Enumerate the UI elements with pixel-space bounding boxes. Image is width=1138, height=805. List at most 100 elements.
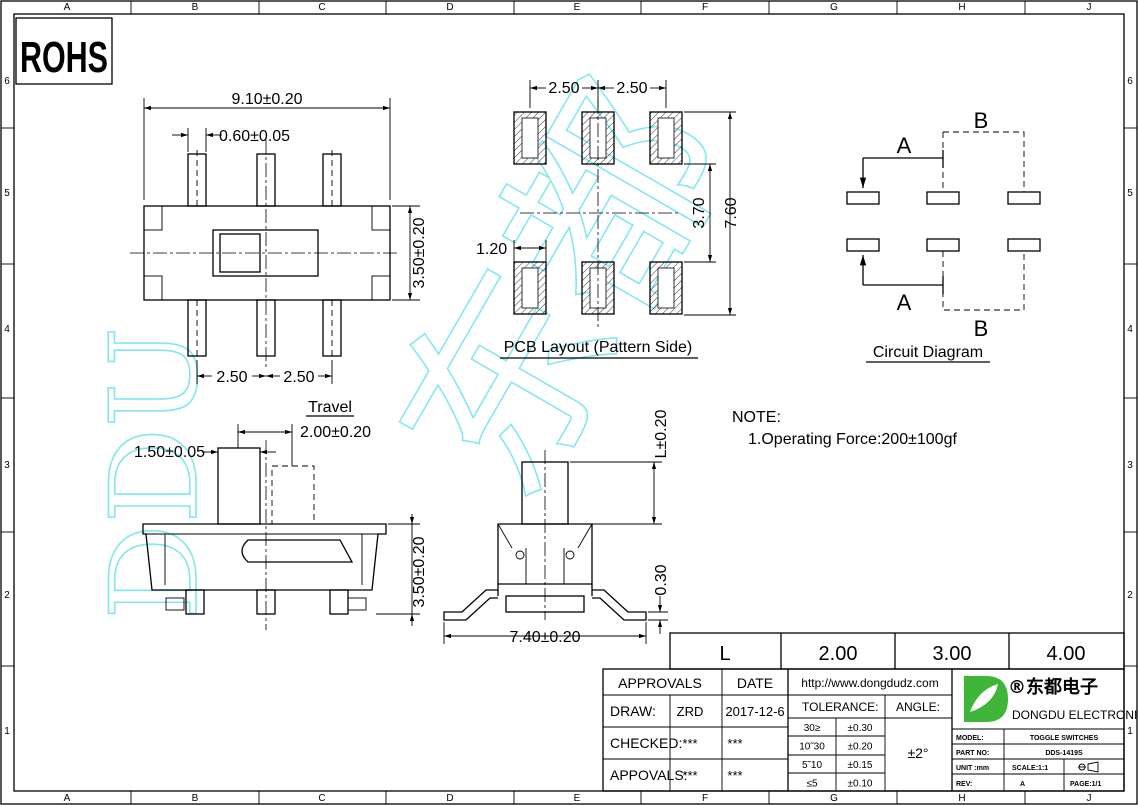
pcb-pitch-right: 2.50 — [616, 80, 647, 97]
end-view: L±0.20 0.30 7.40±0.20 — [443, 409, 670, 646]
side-travel-label: Travel — [308, 399, 352, 416]
tolerance-range: ≤5 — [806, 779, 817, 790]
circuit-label-a-top: A — [897, 133, 912, 158]
tolerance-value: ±0.20 — [848, 742, 873, 753]
frame-row-label: 6 — [4, 76, 10, 87]
frame-column-label: E — [574, 793, 581, 804]
pcb-pad-hole — [657, 267, 675, 309]
part-no-value: DDS-1419S — [1045, 750, 1083, 757]
pcb-outer-dim: 7.60 — [723, 197, 740, 228]
frame-column-label: B — [192, 2, 199, 13]
top-view: 9.10±0.20 0.60±0.05 3.50±0.20 2.50 2.50 — [130, 91, 428, 386]
frame-column-label: H — [958, 793, 965, 804]
projection-symbol-icon — [1078, 761, 1099, 773]
tolerance-range: 30≥ — [804, 723, 821, 734]
top-pin-dim: 0.60±0.05 — [219, 128, 290, 145]
angle-value: ±2° — [907, 745, 928, 761]
frame-row-label: 4 — [1127, 324, 1133, 335]
frame-column-label: B — [192, 793, 199, 804]
frame-column-label: H — [958, 2, 965, 13]
end-width-dim: 7.40±0.20 — [509, 629, 580, 646]
frame-column-label: G — [830, 2, 838, 13]
part-no-label: PART NO: — [956, 750, 989, 757]
frame-column-label: C — [318, 793, 325, 804]
company-logo — [964, 676, 1008, 722]
rohs-badge: ROHS — [15, 17, 113, 85]
frame-row-label: 4 — [4, 324, 10, 335]
pcb-pitch-left: 2.50 — [548, 80, 579, 97]
frame-row-label: 2 — [1127, 590, 1133, 601]
frame-column-label: J — [1087, 2, 1092, 13]
note-heading: NOTE: — [732, 409, 781, 426]
circuit-caption: Circuit Diagram — [873, 344, 983, 361]
draw-date: 2017-12-6 — [725, 704, 784, 719]
frame-column-label: A — [64, 2, 71, 13]
company-name-en: DONGDU ELECTRONICS — [1012, 708, 1138, 722]
approvals-header: APPROVALS — [618, 675, 702, 691]
top-width-dim: 9.10±0.20 — [231, 91, 302, 108]
top-pitch-left: 2.50 — [216, 369, 247, 386]
draw-label: DRAW: — [610, 703, 656, 719]
watermark-latin: DDU — [86, 326, 225, 620]
l-table: L 2.00 3.00 4.00 — [669, 632, 1125, 670]
unit-label: UNIT :mm — [956, 765, 989, 772]
tolerance-label: TOLERANCE: — [802, 700, 878, 714]
pcb-pad-width: 1.20 — [476, 241, 507, 258]
top-height-dim: 3.50±0.20 — [411, 217, 428, 288]
frame-row-label: 1 — [1127, 726, 1133, 737]
note-block: NOTE: 1.Operating Force:200±100gf — [732, 409, 957, 448]
page-label: PAGE:1/1 — [1070, 781, 1101, 788]
frame-row-label: 1 — [4, 726, 10, 737]
frame-row-label: 3 — [4, 460, 10, 471]
scale-label: SCALE:1:1 — [1012, 765, 1048, 772]
rev-label: REV: — [956, 781, 972, 788]
side-height-dim: 3.50±0.20 — [411, 536, 428, 607]
company-name-cn: ®东都电子 — [1008, 676, 1098, 698]
pcb-inner-dim: 3.70 — [691, 197, 708, 228]
pcb-pad-hole — [521, 267, 539, 309]
frame-column-label: F — [702, 2, 708, 13]
appovals-label: APPOVALS: — [610, 767, 688, 783]
circuit-diagram: A B A B Circuit Diagram — [846, 108, 1041, 363]
frame-column-label: D — [446, 2, 453, 13]
frame-row-label: 6 — [1127, 76, 1133, 87]
rohs-label: ROHS — [20, 33, 108, 82]
company-url: http://www.dongdudz.com — [801, 676, 938, 690]
pcb-layout-view: 2.50 2.50 3.70 7.60 1.20 PCB Layout (Pat… — [476, 80, 740, 359]
frame-column-label: J — [1087, 793, 1092, 804]
frame-column-label: C — [318, 2, 325, 13]
l-table-value-1: 2.00 — [819, 643, 858, 665]
frame-row-label: 3 — [1127, 460, 1133, 471]
frame-column-label: F — [702, 793, 708, 804]
model-label: MODEL: — [956, 735, 984, 742]
appovals-date: *** — [727, 768, 742, 783]
pcb-caption: PCB Layout (Pattern Side) — [504, 339, 693, 356]
tolerance-value: ±0.10 — [848, 779, 873, 790]
frame-column-label: A — [64, 793, 71, 804]
leaf-icon — [970, 684, 998, 712]
frame-row-label: 2 — [4, 590, 10, 601]
pcb-pad-hole — [521, 117, 539, 159]
frame-row-label: 5 — [4, 188, 10, 199]
angle-label: ANGLE: — [896, 700, 940, 714]
tolerance-value: ±0.15 — [848, 760, 873, 771]
note-line-1: 1.Operating Force:200±100gf — [748, 431, 957, 448]
top-pitch-right: 2.50 — [283, 369, 314, 386]
tolerance-range: 10˜30 — [799, 742, 825, 753]
title-block: APPROVALS DATE DRAW: ZRD 2017-12-6 CHECK… — [602, 668, 1138, 792]
pcb-pad-hole — [657, 117, 675, 159]
side-knob-dim: 1.50±0.05 — [134, 444, 205, 461]
side-travel-dim: 2.00±0.20 — [300, 424, 371, 441]
l-table-value-3: 4.00 — [1047, 643, 1086, 665]
tolerance-range: 5˜10 — [802, 760, 822, 771]
checked-label: CHECKED: — [610, 735, 682, 751]
end-l-dim: L±0.20 — [653, 409, 670, 458]
end-lead-dim: 0.30 — [653, 564, 670, 595]
rev-value: A — [1020, 781, 1025, 788]
checked-name: *** — [682, 736, 697, 751]
side-view: Travel 2.00±0.20 1.50±0.05 3.50±0.20 — [134, 399, 428, 630]
